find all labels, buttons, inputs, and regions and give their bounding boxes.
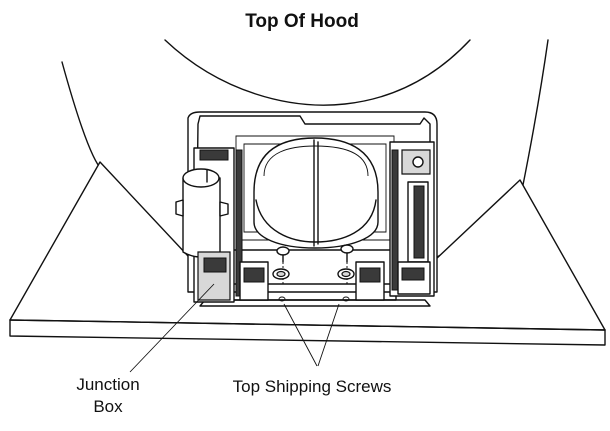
leader-lines [129,283,340,373]
right-shipping-screw [337,244,355,302]
junction-box-label-line1: Junction [76,375,139,394]
shipping-screws-label: Top Shipping Screws [233,377,392,396]
right-bracket [389,141,435,297]
left-shipping-screw [272,246,290,302]
junction-box-label-line2: Box [93,397,123,416]
duct-collar [253,137,379,249]
collar-clips [239,261,385,301]
diagram-title: Top Of Hood [245,11,359,32]
junction-box [175,168,231,301]
